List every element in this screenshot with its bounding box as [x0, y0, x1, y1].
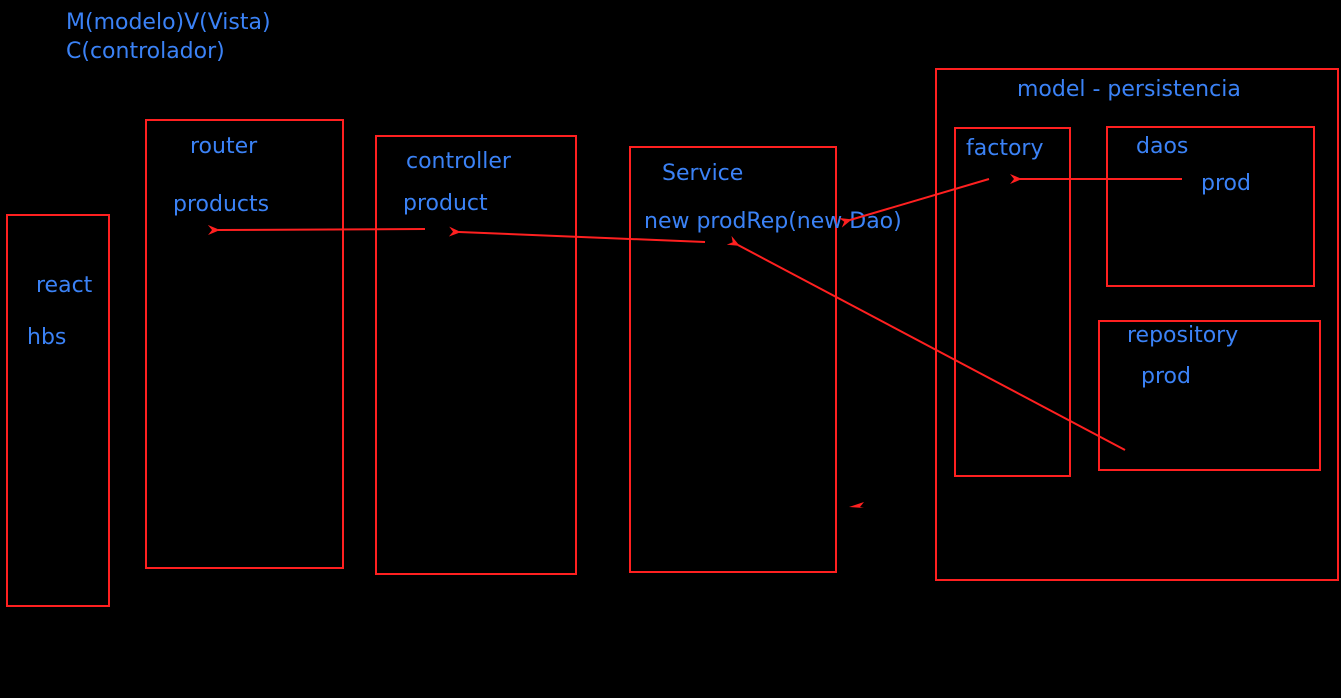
arrow-controller-to-router [207, 225, 426, 236]
router-item-products: products [173, 192, 269, 217]
repository-title: repository [1127, 323, 1238, 348]
arrow-service-to-controller [448, 226, 706, 243]
view-label-hbs: hbs [27, 325, 66, 350]
daos-box [1106, 126, 1315, 287]
model-box [935, 68, 1339, 581]
daos-item-prod: prod [1201, 171, 1251, 196]
router-title: router [190, 134, 258, 159]
view-label-react: react [36, 273, 93, 298]
heading-line-2: C(controlador) [66, 39, 225, 64]
service-title: Service [662, 161, 743, 186]
service-box [629, 146, 837, 573]
model-title: model - persistencia [1017, 77, 1241, 102]
router-box [145, 119, 344, 569]
controller-item-product: product [403, 191, 488, 216]
repository-box [1098, 320, 1321, 471]
controller-box [375, 135, 577, 575]
view-box [6, 214, 110, 607]
daos-title: daos [1136, 134, 1188, 159]
service-item-new-prodrep: new prodRep(new Dao) [644, 209, 902, 234]
factory-title: factory [966, 136, 1043, 161]
heading-line-1: M(modelo)V(Vista) [66, 10, 271, 35]
repository-item-prod: prod [1141, 364, 1191, 389]
arrow-repository-to-service [726, 235, 1126, 451]
factory-box [954, 127, 1071, 477]
arrow-factory-to-service [838, 178, 990, 228]
controller-title: controller [406, 149, 512, 174]
stray-arrowhead [849, 502, 864, 508]
